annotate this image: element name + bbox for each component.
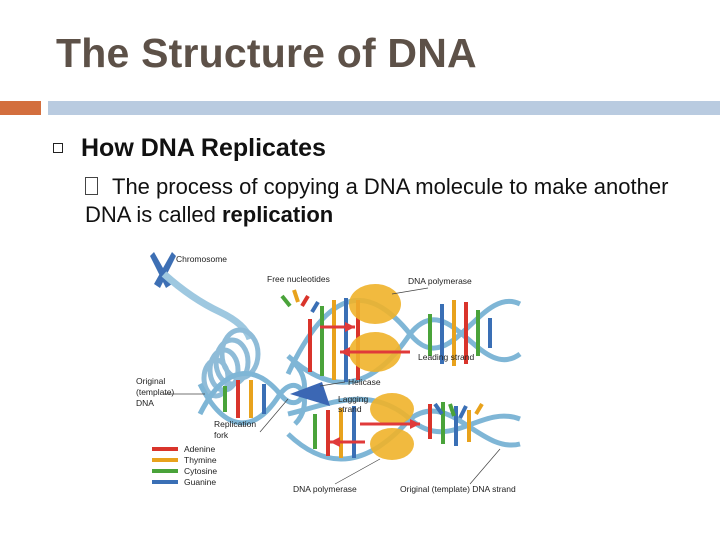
label-lagging-line1: Lagging bbox=[338, 394, 369, 404]
label-leading-strand: Leading strand bbox=[418, 352, 475, 362]
legend-swatch-cytosine bbox=[152, 469, 178, 473]
label-dna-polymerase-top: DNA polymerase bbox=[408, 276, 472, 286]
label-original-line1: Original bbox=[136, 376, 165, 386]
legend-swatch-thymine bbox=[152, 458, 178, 462]
dna-replication-diagram: Chromosome bbox=[136, 252, 522, 494]
body-emphasis: replication bbox=[221, 202, 334, 227]
legend-adenine: Adenine bbox=[184, 444, 215, 454]
leading-strand-helix bbox=[285, 298, 522, 385]
body-bullet: The process of copying a DNA molecule to… bbox=[85, 173, 705, 229]
direction-arrows bbox=[320, 322, 420, 447]
bullet-square-icon bbox=[53, 143, 63, 153]
bullet-box-icon bbox=[85, 177, 98, 195]
accent-bar-orange bbox=[0, 101, 41, 115]
legend-thymine: Thymine bbox=[184, 455, 217, 465]
legend-guanine: Guanine bbox=[184, 477, 216, 487]
label-helicase: Helicase bbox=[348, 377, 381, 387]
label-chromosome: Chromosome bbox=[176, 254, 227, 264]
label-original-strand-bottom: Original (template) DNA strand bbox=[400, 484, 516, 494]
legend-swatch-adenine bbox=[152, 447, 178, 451]
heading-bullet: How DNA Replicates bbox=[81, 134, 326, 162]
label-original-line2: (template) bbox=[136, 387, 174, 397]
body-text: The process of copying a DNA molecule to… bbox=[85, 174, 669, 227]
helicase-icon bbox=[290, 382, 330, 406]
label-free-nucleotides: Free nucleotides bbox=[267, 274, 330, 284]
slide-title: The Structure of DNA bbox=[56, 30, 477, 76]
label-original-line3: DNA bbox=[136, 398, 154, 408]
label-lagging-line2: strand bbox=[338, 404, 362, 414]
chromosome-icon bbox=[150, 252, 254, 341]
label-fork-line2: fork bbox=[214, 430, 229, 440]
free-nucleotides bbox=[280, 289, 484, 419]
leader-lines bbox=[164, 287, 501, 485]
parent-helix bbox=[197, 362, 307, 426]
label-dna-polymerase-bottom: DNA polymerase bbox=[293, 484, 357, 494]
legend-swatch-guanine bbox=[152, 480, 178, 484]
dna-polymerase-bottom bbox=[370, 393, 414, 460]
label-fork-line1: Replication bbox=[214, 419, 256, 429]
legend: Adenine Thymine Cytosine Guanine bbox=[152, 444, 217, 487]
legend-cytosine: Cytosine bbox=[184, 466, 217, 476]
accent-bar-blue bbox=[48, 101, 720, 115]
